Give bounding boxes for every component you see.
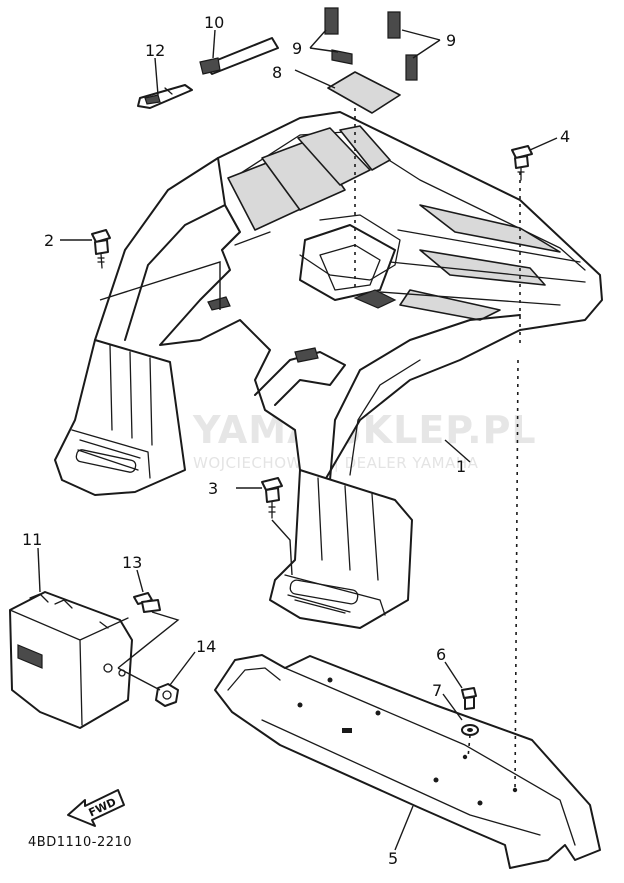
- bracket-part: [137, 84, 193, 109]
- rear-fender-part: [54, 111, 603, 629]
- bolt-part-4: [511, 145, 533, 181]
- callout-9-left: 9: [292, 39, 302, 58]
- drawing-code: 4BD1110-2210: [28, 835, 132, 850]
- carrier-plate-part: [214, 654, 601, 869]
- callout-labels: 1 2 3 4 5 6 7 8 9 9 10 11 12 13 14: [22, 13, 570, 868]
- band-part: [199, 37, 279, 75]
- callout-10: 10: [204, 13, 224, 32]
- callout-2: 2: [44, 231, 54, 250]
- callout-7: 7: [432, 681, 442, 700]
- pad-part: [327, 71, 401, 114]
- bolt-part-6: [461, 687, 477, 710]
- bolt-part-3: [261, 477, 283, 519]
- callout-1: 1: [456, 457, 466, 476]
- callout-5: 5: [388, 849, 398, 868]
- callout-8: 8: [272, 63, 282, 82]
- storage-box-part: [9, 591, 133, 729]
- damper-parts: [324, 7, 418, 81]
- callout-14: 14: [196, 637, 216, 656]
- callout-6: 6: [436, 645, 446, 664]
- leader-lines: [37, 29, 558, 851]
- callout-11: 11: [22, 530, 42, 549]
- callout-12: 12: [145, 41, 165, 60]
- assembly-line-4: [514, 172, 521, 791]
- bolt-part-2: [91, 229, 111, 269]
- callout-9-right: 9: [446, 31, 456, 50]
- nut-part-14: [155, 683, 179, 707]
- forward-arrow: FWD: [67, 789, 125, 827]
- bolt-part-13: [133, 592, 161, 613]
- callout-4: 4: [560, 127, 570, 146]
- washer-part-7: [461, 724, 479, 736]
- callout-3: 3: [208, 479, 218, 498]
- callout-13: 13: [122, 553, 142, 572]
